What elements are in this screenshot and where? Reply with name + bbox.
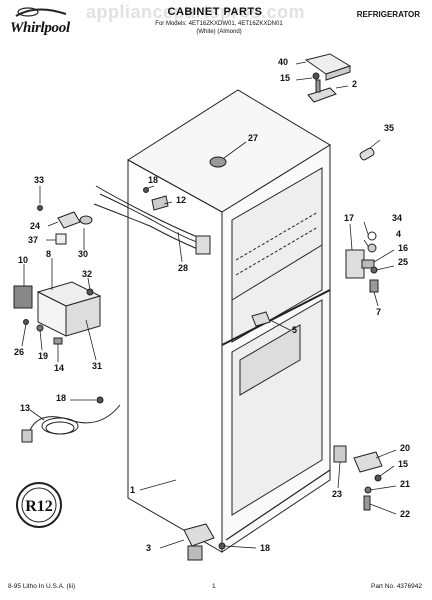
callout-number: 1 [130,485,136,495]
callout-number: 4 [396,229,402,239]
callout-number: 32 [82,269,93,279]
screw-part [312,72,320,80]
callout-number: 26 [14,347,25,357]
print-info: 8-95 Litho In U.S.A. (lii) [8,583,76,590]
hinge-cover-part [304,53,352,81]
callout-number: 15 [398,459,409,469]
callout-number: 35 [384,123,395,133]
callout-number: 37 [28,235,39,245]
callout-number: 8 [46,249,52,259]
page-title: CABINET PARTS [167,6,263,18]
brand-name: Whirlpool [10,20,70,36]
watermark: appliancepartspros.com [86,2,306,22]
center-hinge-assembly [345,231,379,293]
callout-number: 16 [398,243,409,253]
thermostat-parts [37,205,93,245]
callout-number: 30 [78,249,89,259]
whirlpool-logo: Whirlpool [6,4,86,40]
callout-number: 17 [344,213,355,223]
callout-number: 28 [178,263,189,273]
callout-number: 21 [400,479,411,489]
badge-text: R12 [25,498,53,515]
model-color-line: (White) (Almond) [196,29,242,35]
callout-number: 18 [260,543,271,553]
callout-number: 24 [30,221,41,231]
callout-number: 22 [400,509,411,519]
callout-number: 23 [332,489,343,499]
callout-number: 40 [278,57,289,67]
callout-number: 19 [38,351,49,361]
callout-number: 12 [176,195,187,205]
cabinet-body [127,89,331,553]
part-number: Part No. 4376942 [371,583,422,590]
power-cord-part [21,404,121,443]
top-hinge-part [307,79,337,103]
callout-number: 34 [392,213,403,223]
callout-number: 2 [352,79,358,89]
page-header: appliancepartspros.com Whirlpool CABINET… [0,0,432,46]
logo-swirl-icon [15,7,67,17]
callout-number: 3 [146,543,152,553]
leader-lines [21,61,397,549]
callout-number: 27 [248,133,259,143]
callout-number: 31 [92,361,103,371]
callout-number: 20 [400,443,411,453]
callout-number: 25 [398,257,409,267]
callout-number: 10 [18,255,29,265]
clip-part [151,195,169,211]
control-box [13,281,102,345]
callout-number: 18 [56,393,67,403]
model-line: For Models: 4ET16ZKXDW01, 4ET16ZKXDN01 [155,21,283,27]
callout-number: 13 [20,403,31,413]
category-label: REFRIGERATOR [356,10,420,19]
callout-number: 15 [280,73,291,83]
refrigerant-badge-icon: R12 [16,482,62,528]
model-numbers: For Models: 4ET16ZKXDW01, 4ET16ZKXDN01 (… [104,20,334,36]
wire-harness-part [93,185,211,255]
page-number: 1 [212,583,216,590]
screw-part [143,187,149,193]
callout-number: 14 [54,363,65,373]
r12-badge: R12 [10,480,68,530]
callout-number: 18 [148,175,159,185]
bottom-hinge-assembly [333,445,383,511]
callout-number: 33 [34,175,45,185]
button-part [209,156,227,168]
heater-part [251,311,271,327]
plug-part [359,147,375,161]
callout-number: 5 [292,325,298,335]
callout-number: 7 [376,307,382,317]
screw-part [96,396,104,404]
